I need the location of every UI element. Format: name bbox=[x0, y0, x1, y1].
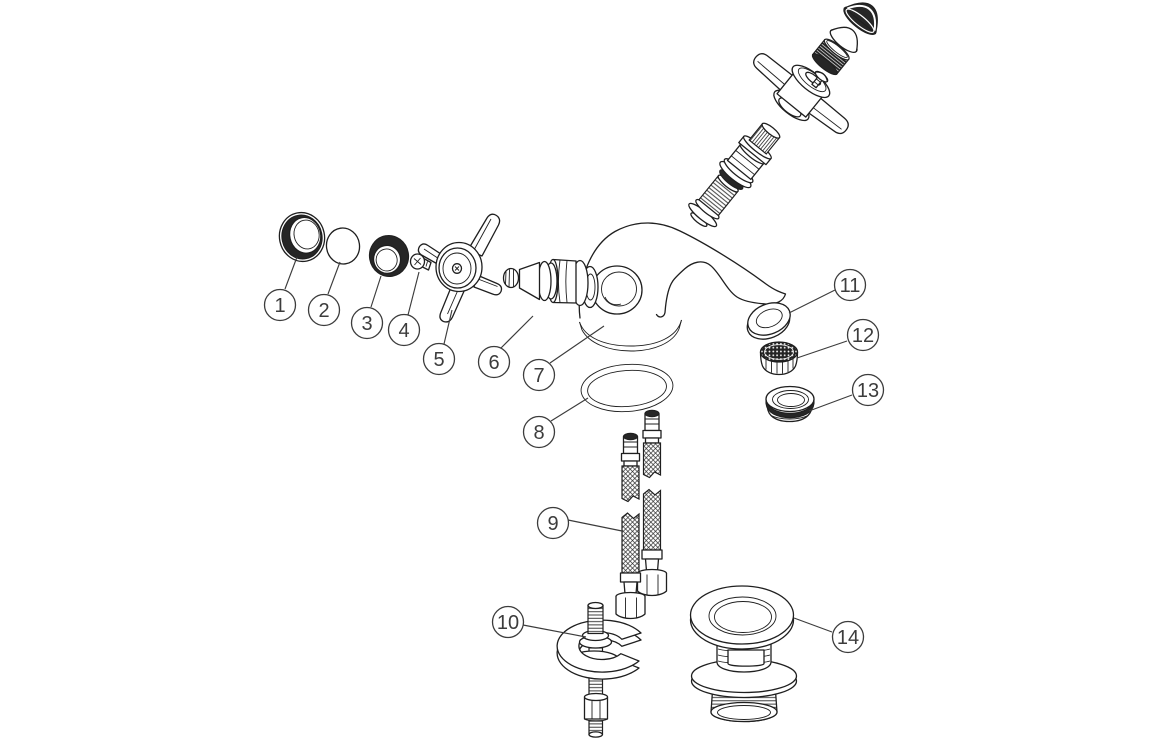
leader-line-14 bbox=[793, 617, 833, 633]
callout-8-base-o-ring: 8 bbox=[522, 397, 589, 449]
leader-line-2 bbox=[327, 261, 341, 295]
part-fixing-stud-clamp-kit bbox=[556, 601, 642, 738]
leader-line-5 bbox=[443, 309, 453, 345]
callout-10-fixing-stud-clamp-kit: 10 bbox=[491, 605, 587, 639]
callout-circle-8 bbox=[522, 415, 556, 449]
callout-4-handle-fixing-screw: 4 bbox=[387, 271, 421, 347]
callout-11-spout-washer: 11 bbox=[788, 268, 867, 314]
callout-circle-3 bbox=[350, 306, 384, 340]
callout-circle-12 bbox=[846, 318, 880, 352]
upper-cross-handle bbox=[753, 53, 849, 135]
callout-number-13: 13 bbox=[857, 380, 879, 402]
callout-number-2: 2 bbox=[318, 300, 329, 322]
callout-circle-9 bbox=[536, 506, 570, 540]
dome-cap bbox=[843, 2, 878, 35]
part-cover-flange-ring bbox=[278, 211, 326, 263]
hose-right bbox=[636, 409, 668, 597]
callout-number-14: 14 bbox=[837, 627, 859, 649]
callout-number-1: 1 bbox=[274, 295, 285, 317]
callout-circle-6 bbox=[477, 345, 511, 379]
callout-3-seal-ring: 3 bbox=[350, 275, 384, 340]
part-handle-fixing-screw bbox=[409, 253, 432, 271]
callout-12-aerator-insert: 12 bbox=[796, 318, 880, 359]
callout-circle-13 bbox=[851, 373, 885, 407]
callout-circle-4 bbox=[387, 313, 421, 347]
part-flexible-supply-hoses bbox=[615, 409, 668, 620]
leader-line-12 bbox=[796, 340, 848, 359]
callout-circle-2 bbox=[307, 293, 341, 327]
callout-circle-1 bbox=[263, 288, 297, 322]
callout-number-9: 9 bbox=[547, 513, 558, 535]
leader-line-3 bbox=[370, 275, 382, 308]
callout-circle-10 bbox=[491, 605, 525, 639]
callout-number-3: 3 bbox=[361, 313, 372, 335]
callout-5-cross-handle: 5 bbox=[422, 309, 456, 376]
callout-number-7: 7 bbox=[533, 365, 544, 387]
leader-line-9 bbox=[567, 519, 623, 532]
callout-13-aerator-housing: 13 bbox=[808, 373, 885, 412]
callout-1-cover-flange-ring: 1 bbox=[263, 256, 298, 322]
callout-number-5: 5 bbox=[433, 349, 444, 371]
callout-circle-11 bbox=[833, 268, 867, 302]
leader-line-8 bbox=[550, 397, 589, 422]
tap-body-skirt bbox=[579, 319, 682, 347]
part-base-o-ring bbox=[580, 363, 674, 413]
callout-circle-5 bbox=[422, 342, 456, 376]
part-cross-handle bbox=[417, 213, 503, 323]
leader-line-10 bbox=[522, 624, 587, 638]
indice-blank-dome bbox=[829, 26, 858, 53]
callout-number-10: 10 bbox=[497, 612, 519, 634]
part-aerator-housing bbox=[765, 385, 815, 423]
callout-number-11: 11 bbox=[840, 275, 861, 297]
part-spout-washer bbox=[746, 302, 791, 340]
part-valve-cartridge bbox=[502, 258, 643, 315]
part-aerator-insert bbox=[759, 341, 799, 376]
callout-2-blank-indice-disc: 2 bbox=[307, 261, 341, 327]
callout-9-flexible-supply-hoses: 9 bbox=[536, 506, 623, 540]
leader-line-13 bbox=[808, 394, 853, 412]
callout-circle-14 bbox=[831, 620, 865, 654]
leader-line-6 bbox=[500, 315, 534, 349]
tap-body-valve-boss bbox=[591, 265, 643, 315]
callout-number-8: 8 bbox=[533, 422, 544, 444]
part-seal-ring bbox=[368, 234, 410, 278]
callout-number-4: 4 bbox=[398, 320, 409, 342]
leader-line-7 bbox=[549, 325, 605, 364]
callout-circle-7 bbox=[522, 358, 556, 392]
leader-line-4 bbox=[407, 271, 420, 316]
part-basin-waste bbox=[689, 585, 798, 723]
callout-6-valve-cartridge: 6 bbox=[477, 315, 534, 379]
callout-7-tap-body: 7 bbox=[522, 325, 605, 392]
callout-number-6: 6 bbox=[488, 352, 499, 374]
leader-line-11 bbox=[788, 289, 836, 314]
part-blank-indice-disc bbox=[325, 227, 361, 265]
leader-line-1 bbox=[284, 256, 298, 290]
hose-left bbox=[615, 432, 646, 620]
upper-handle-assembly bbox=[688, 2, 878, 228]
callout-14-basin-waste: 14 bbox=[793, 617, 865, 654]
callout-number-12: 12 bbox=[852, 325, 874, 347]
upper-handle-screw bbox=[811, 70, 829, 89]
